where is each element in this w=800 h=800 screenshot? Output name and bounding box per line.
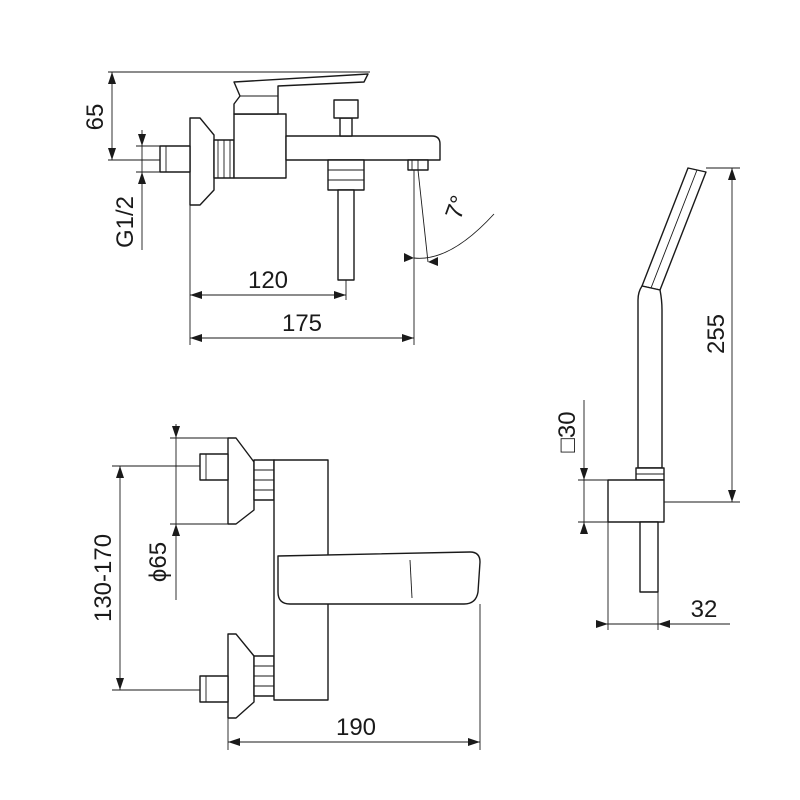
dim-label-65: 65 (82, 104, 109, 131)
side-inlet-pipe (159, 145, 191, 173)
dim-label-thread: G1/2 (112, 196, 139, 248)
side-view: 65 G1/2 120 175 7° (82, 71, 495, 345)
dim-label-175: 175 (282, 310, 322, 337)
front-inlet-lower (199, 675, 229, 703)
shower-view: 255 □30 32 (554, 167, 740, 630)
side-mixer-body (233, 113, 287, 179)
side-escutcheon (189, 117, 215, 206)
side-hose-outlet (337, 189, 355, 281)
dim-label-120: 120 (248, 267, 288, 294)
dim-label-32: 32 (691, 596, 718, 623)
side-diverter-stem (339, 117, 353, 137)
shower-handle (637, 285, 663, 469)
front-inlet-upper (199, 453, 229, 481)
shower-holder-stem (639, 521, 659, 593)
dim-label-255: 255 (703, 314, 730, 354)
shower-wall-holder (607, 479, 665, 523)
side-spout (285, 135, 441, 161)
front-view: ϕ65 130-170 190 (90, 424, 481, 750)
dim-label-190: 190 (336, 714, 376, 741)
dim-label-angle: 7° (440, 192, 473, 223)
front-escutcheon-lower (227, 633, 255, 719)
side-hose-connector (327, 159, 365, 191)
dim-label-square-30: □30 (554, 411, 581, 452)
dim-label-diameter-65: ϕ65 (145, 542, 172, 582)
side-diverter-knob (333, 99, 359, 119)
front-lever-handle (277, 551, 481, 605)
front-escutcheon-upper (227, 437, 255, 525)
side-lever-handle (233, 73, 369, 115)
dim-label-130-170: 130-170 (90, 534, 117, 622)
